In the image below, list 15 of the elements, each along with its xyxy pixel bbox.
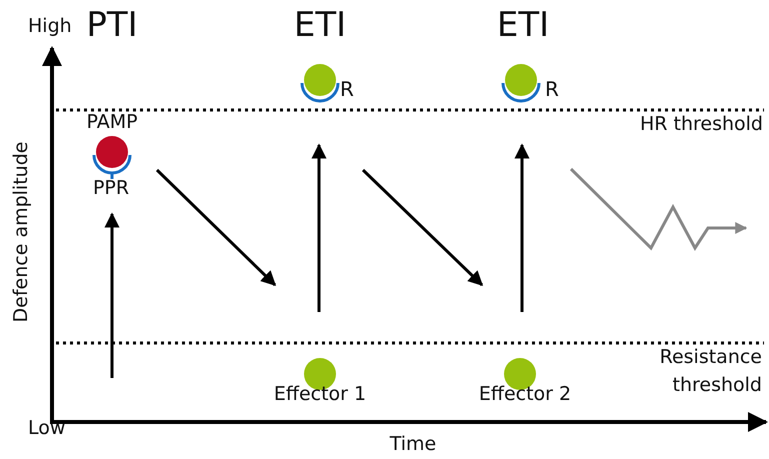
axis-label: Low (28, 418, 66, 440)
receptor-label: R (340, 78, 354, 101)
axis-title: Time (390, 434, 436, 456)
phase-label: ETI (294, 6, 346, 46)
threshold-label: HR threshold (640, 114, 763, 136)
threshold-label: Resistance threshold (658, 345, 762, 398)
receptor-label: PPR (92, 178, 130, 200)
phase-label: ETI (496, 6, 550, 46)
receptor-label: R (545, 78, 559, 101)
effector-label: Effector 2 (478, 384, 572, 406)
axis-label: High (28, 16, 72, 38)
phase-label: PTI (86, 6, 138, 46)
effector-label: Effector 1 (274, 384, 366, 406)
molecule-label: PAMP (86, 112, 138, 134)
axis-title: Defence amplitude (11, 142, 33, 322)
